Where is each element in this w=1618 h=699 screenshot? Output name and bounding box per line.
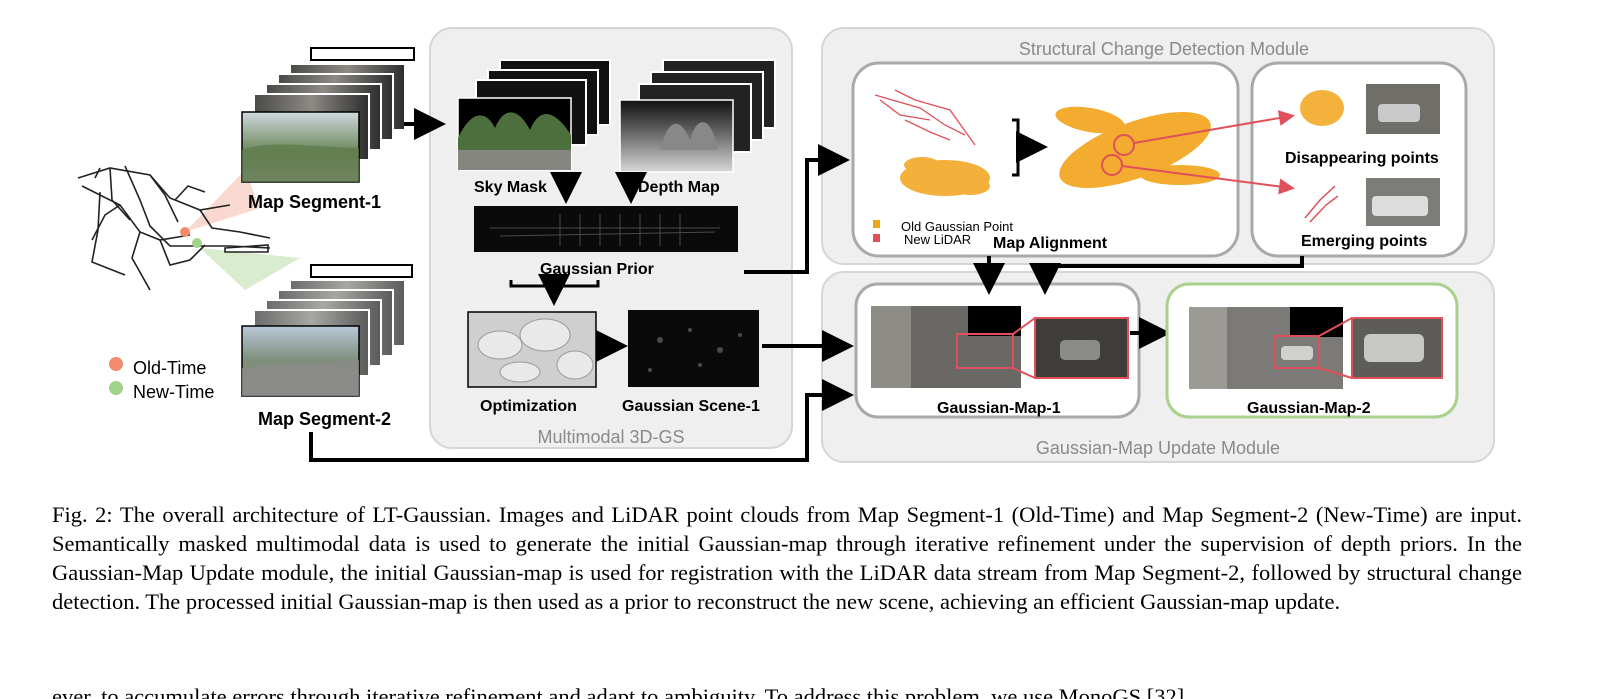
old-gaussian-legend-swatch bbox=[873, 220, 880, 228]
emerging-arrow bbox=[1121, 165, 1295, 195]
new-time-legend-label: New-Time bbox=[133, 382, 214, 402]
disappearing-arrow bbox=[1133, 110, 1295, 144]
new-lidar-legend-label: New LiDAR bbox=[904, 232, 971, 247]
gaussian-map-update-title: Gaussian-Map Update Module bbox=[1036, 438, 1280, 458]
figure-caption: Fig. 2: The overall architecture of LT-G… bbox=[52, 502, 1522, 614]
multimodal-3dgs-title: Multimodal 3D-GS bbox=[537, 427, 684, 447]
map-segment-1-stack bbox=[241, 47, 415, 183]
time-legend: Old-Time New-Time bbox=[109, 357, 214, 402]
disappearing-points-label: Disappearing points bbox=[1285, 150, 1439, 167]
depth-map-label: Depth Map bbox=[638, 179, 720, 196]
gaussian-map-1-zoom bbox=[1034, 317, 1129, 379]
emerging-highlight-circle bbox=[1101, 154, 1123, 176]
old-gaussian-legend-label: Old Gaussian Point bbox=[901, 219, 1013, 234]
emerging-points-image bbox=[1304, 185, 1339, 223]
gaussian-scene-1-label: Gaussian Scene-1 bbox=[622, 398, 760, 415]
gaussian-prior-image bbox=[474, 206, 738, 252]
prior-to-change-detection-arrow bbox=[744, 144, 850, 274]
architecture-figure: Old-Time New-Time Map Segment-1 Map Segm… bbox=[77, 27, 1495, 463]
gaussian-map-2-zoom-lines bbox=[1318, 317, 1353, 379]
road-network bbox=[77, 165, 271, 291]
new-lidar-legend-swatch bbox=[873, 234, 880, 242]
new-lidar-points bbox=[874, 89, 976, 146]
emerging-points-label: Emerging points bbox=[1301, 233, 1427, 250]
disappearing-points-image bbox=[1297, 84, 1350, 134]
new-time-legend-dot bbox=[109, 381, 123, 395]
change-points-to-map-1-arrow bbox=[1029, 256, 1304, 295]
old-gaussian-points bbox=[900, 157, 990, 196]
trajectory-map bbox=[77, 165, 300, 291]
map-alignment-label: Map Alignment bbox=[993, 235, 1108, 252]
old-time-legend-dot bbox=[109, 357, 123, 371]
old-time-marker bbox=[180, 227, 190, 237]
optimization-label: Optimization bbox=[480, 398, 577, 415]
disappearing-highlight-circle bbox=[1113, 134, 1135, 156]
new-time-marker bbox=[192, 238, 202, 248]
body-text-cutoff: ever, to accumulate errors through itera… bbox=[52, 684, 1185, 699]
gaussian-scene-1-texture bbox=[648, 328, 742, 372]
map-segment-1-label: Map Segment-1 bbox=[248, 192, 381, 212]
sky-mask-stack bbox=[457, 59, 611, 171]
gaussian-prior-label: Gaussian Prior bbox=[540, 261, 654, 278]
optimization-blobs bbox=[477, 318, 594, 383]
new-time-view-cone bbox=[200, 248, 300, 290]
disappearing-car-photo bbox=[1366, 84, 1440, 134]
depth-map-stack bbox=[619, 59, 776, 173]
gaussian-scene-1-image bbox=[628, 310, 759, 387]
sky-mask-label: Sky Mask bbox=[474, 179, 547, 196]
gaussian-map-2-label: Gaussian-Map-2 bbox=[1247, 400, 1371, 417]
gaussian-map-1-zoom-lines bbox=[1012, 317, 1036, 379]
gaussian-map-1-render bbox=[871, 306, 1021, 388]
gaussian-map-1-label: Gaussian-Map-1 bbox=[937, 400, 1061, 417]
emerging-car-photo bbox=[1366, 178, 1440, 226]
gaussian-prior-texture bbox=[490, 214, 720, 246]
gaussian-map-2-render bbox=[1189, 307, 1343, 389]
gaussian-map-2-zoom bbox=[1351, 317, 1443, 379]
map-segment-2-label: Map Segment-2 bbox=[258, 409, 391, 429]
segment-2-to-map-1-arrow bbox=[309, 379, 854, 462]
old-time-legend-label: Old-Time bbox=[133, 358, 206, 378]
map-segment-2-stack bbox=[241, 264, 413, 397]
structural-change-title: Structural Change Detection Module bbox=[1019, 39, 1309, 59]
